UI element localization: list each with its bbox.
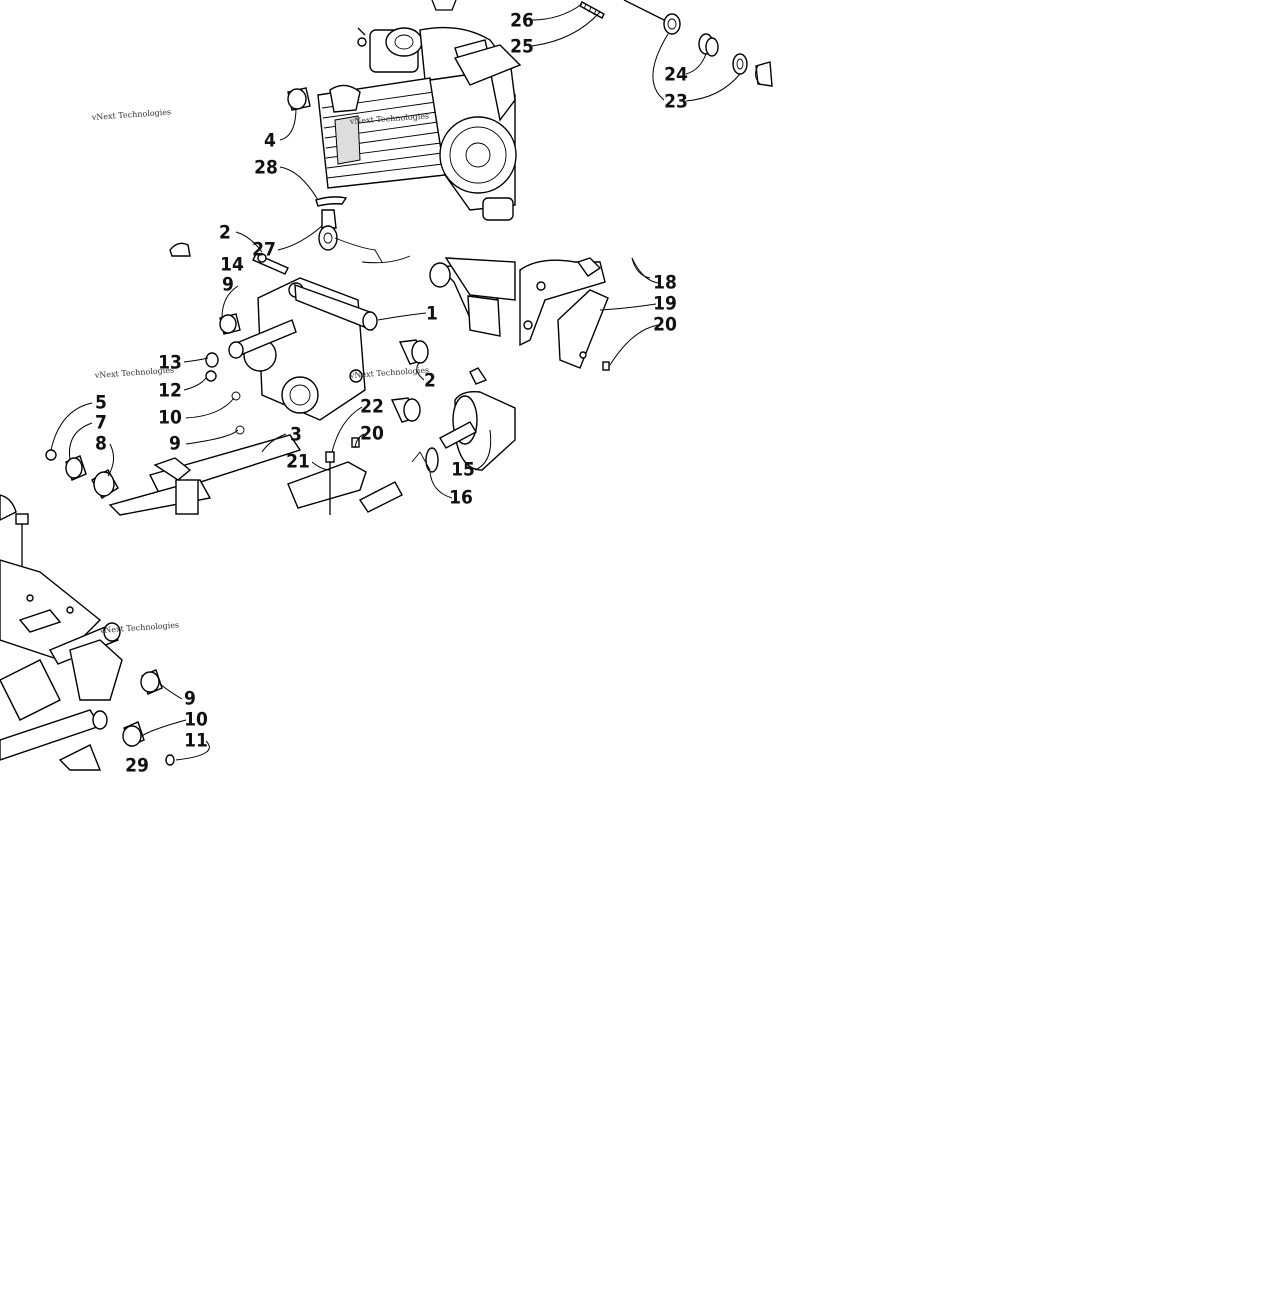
callout-label: 23 xyxy=(664,91,688,113)
callout-label: 13 xyxy=(158,352,182,374)
callout-label: 7 xyxy=(95,412,107,434)
callout-label: 1 xyxy=(426,303,438,325)
watermark-text: vNext Technologies xyxy=(91,107,172,122)
callout-label: 14 xyxy=(220,254,244,276)
callout-label: 9 xyxy=(184,688,196,710)
callout-label: 12 xyxy=(158,380,182,402)
leader-lines xyxy=(50,3,741,761)
callout-label: 20 xyxy=(360,423,384,445)
callout-label: 28 xyxy=(254,157,278,179)
callout-label: 2 xyxy=(424,370,436,392)
callout-label: 21 xyxy=(286,451,310,473)
callout-label: 9 xyxy=(222,274,234,296)
muffler-drawing xyxy=(429,257,651,471)
callout-label: 27 xyxy=(252,239,276,261)
callout-label: 5 xyxy=(95,392,107,414)
callout-label: 18 xyxy=(653,272,677,294)
lower-frame-drawing xyxy=(0,494,175,771)
callout-label: 22 xyxy=(360,396,384,418)
callout-label: 26 xyxy=(510,10,534,32)
callout-label: 15 xyxy=(451,459,475,481)
callout-label: 29 xyxy=(125,755,149,777)
callout-label: 19 xyxy=(653,293,677,315)
callout-label: 10 xyxy=(184,709,208,731)
callout-label: 20 xyxy=(653,314,677,336)
callout-label: 4 xyxy=(264,130,276,152)
engine-mount-drawing xyxy=(45,242,439,516)
engine-drawing xyxy=(287,26,522,264)
callout-label: 16 xyxy=(449,487,473,509)
callout-label: 24 xyxy=(664,64,688,86)
callout-label: 8 xyxy=(95,433,107,455)
callout-label: 2 xyxy=(219,222,231,244)
callout-label: 9 xyxy=(169,433,181,455)
callout-label: 25 xyxy=(510,36,534,58)
callout-label: 11 xyxy=(184,730,208,752)
callout-label: 3 xyxy=(290,424,302,446)
callout-label: 10 xyxy=(158,407,182,429)
